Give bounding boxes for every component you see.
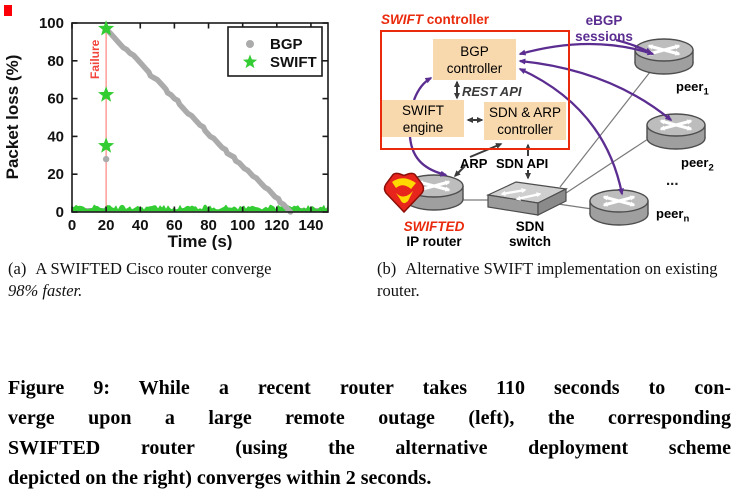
figure-caption: Figure 9: While a recent router takes 11… [8, 373, 731, 493]
swift-controller-title: SWIFT controller [381, 12, 489, 27]
diagram-canvas [383, 0, 739, 250]
legend-swift-marker [242, 54, 258, 69]
peer1-sub: 1 [703, 86, 709, 98]
swift-engine-line1: SWIFT [402, 102, 444, 118]
link-switch-peern [557, 203, 593, 210]
peer2-sub: 2 [708, 162, 714, 174]
bgp-series [105, 27, 294, 215]
figure-caption-line4: depicted on the right) converges within … [8, 467, 432, 489]
swift-noise-band [72, 204, 328, 212]
sdn-arp-line1: SDN & ARP [488, 105, 562, 120]
ebgp-session-arrows [408, 38, 673, 196]
svg-text:40: 40 [47, 128, 64, 145]
svg-text:100: 100 [39, 15, 64, 32]
sdn-arp-line2: controller [497, 122, 553, 137]
session-bgpctl-peern [518, 67, 624, 196]
ip-router-line: IP router [406, 234, 462, 249]
bgp-controller-box: BGP controller [433, 39, 516, 80]
session-bgpctl-peer1 [518, 42, 655, 56]
peer2-router-icon [647, 114, 705, 149]
svg-text:20: 20 [98, 217, 115, 234]
swifted-ip-router-label: SWIFTED IP router [392, 219, 476, 249]
peern-sub: n [683, 213, 690, 225]
peer1-router-icon [635, 39, 693, 74]
ebgp-line1: eBGP [585, 13, 623, 28]
sdn-switch-label: SDN switch [490, 219, 570, 249]
caption-a-tag: (a) [8, 259, 27, 278]
swifted-line: SWIFTED [403, 219, 465, 234]
bgp-lone-point [102, 155, 110, 163]
arp-label: ARP [460, 156, 488, 171]
svg-text:80: 80 [47, 53, 64, 70]
figure-caption-line1: Figure 9: While a recent router takes 11… [8, 377, 731, 399]
peern-base: peer [656, 206, 684, 221]
swift-series [98, 20, 115, 153]
figure-caption-line3: SWIFTED router (using the alternative de… [8, 437, 731, 459]
legend-swift-label: SWIFT [270, 54, 317, 71]
svg-text:20: 20 [47, 166, 64, 183]
figure-caption-line2: verge upon a large remote outage (left),… [8, 407, 731, 429]
legend-bgp-label: BGP [270, 36, 303, 53]
peer1-base: peer [676, 79, 704, 94]
swift-engine-line2: engine [402, 119, 444, 135]
arrow-engine-to-router [408, 136, 448, 177]
api-arrows [453, 80, 531, 180]
tick-labels: 0 20 40 60 80 100 120 140 0 20 40 60 80 100 [39, 15, 323, 234]
caption-a-italic: 98% faster. [8, 281, 83, 300]
sdn-api-label: SDN API [496, 156, 549, 171]
axes-frame [71, 22, 329, 213]
peer1-label: peer1 [676, 79, 709, 98]
peern-router-icon [590, 190, 648, 225]
rest-api-label: REST API [462, 84, 522, 99]
ebgp-label-arrow [615, 38, 653, 55]
swift-architecture-diagram: SWIFT controller BGP controller SWIFT en… [370, 0, 739, 250]
svg-text:80: 80 [200, 217, 217, 234]
caption-a: (a) A SWIFTED Cisco router converge 98% f… [8, 258, 348, 302]
sdn-switch-icon [485, 181, 568, 216]
svg-text:60: 60 [47, 91, 64, 108]
caption-a-text: A SWIFTED Cisco router converge [35, 259, 272, 278]
svg-text:120: 120 [264, 217, 289, 234]
svg-text:0: 0 [56, 204, 64, 221]
swift-controller-title-italic: SWIFT [381, 12, 423, 27]
swift-controller-frame [380, 30, 570, 150]
arp-to-controller-arrow [469, 143, 503, 158]
caption-b-tag: (b) [377, 259, 397, 278]
bgp-controller-line1: BGP [460, 43, 489, 59]
ebgp-line2: sessions [575, 29, 633, 44]
y-axis-label: Packet loss (%) [3, 55, 22, 180]
sdn-arp-controller-box: SDN & ARP controller [484, 102, 566, 140]
svg-text:100: 100 [230, 217, 255, 234]
legend-bgp-marker [246, 40, 254, 48]
more-peers-ellipsis: ... [666, 172, 679, 189]
link-switch-peer1 [559, 71, 651, 188]
arrow-engine-to-bgpctl [412, 76, 433, 101]
x-axis-label: Time (s) [168, 232, 233, 250]
scan-artifact-red-square [4, 5, 12, 16]
arp-to-router-arrow [453, 165, 466, 178]
switch-line: switch [508, 234, 551, 249]
ebgp-sessions-label: eBGP sessions [572, 13, 636, 45]
peer2-label: peer2 [681, 155, 714, 174]
caption-b: (b)Alternative SWIFT implementation on e… [377, 258, 727, 302]
bgp-controller-line2: controller [446, 60, 503, 76]
superman-shield-icon [383, 172, 425, 214]
sdn-line: SDN [515, 219, 545, 234]
peern-label: peern [656, 206, 689, 225]
failure-label: Failure [88, 39, 102, 79]
peer2-base: peer [681, 155, 709, 170]
svg-text:140: 140 [298, 217, 323, 234]
swift-controller-title-rest: controller [423, 12, 490, 27]
svg-text:60: 60 [166, 217, 183, 234]
svg-text:0: 0 [68, 217, 76, 234]
caption-b-text: Alternative SWIFT implementation on exis… [377, 259, 718, 300]
svg-text:40: 40 [132, 217, 149, 234]
swift-engine-box: SWIFT engine [382, 100, 464, 137]
